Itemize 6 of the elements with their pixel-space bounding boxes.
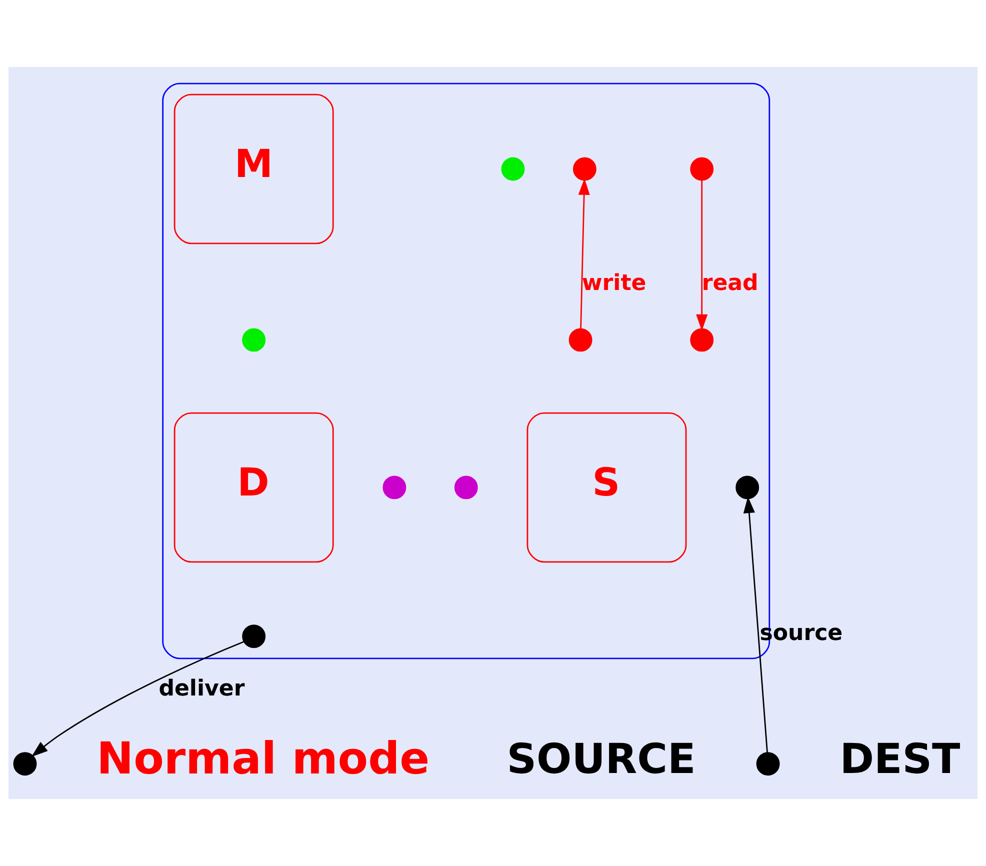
- node-text: SOURCE: [506, 734, 696, 783]
- node-text: DEST: [840, 734, 960, 783]
- edge-label: read: [702, 271, 758, 296]
- edge-label: deliver: [158, 676, 245, 702]
- label: Normal mode: [96, 734, 430, 785]
- edge-label: write: [582, 271, 646, 296]
